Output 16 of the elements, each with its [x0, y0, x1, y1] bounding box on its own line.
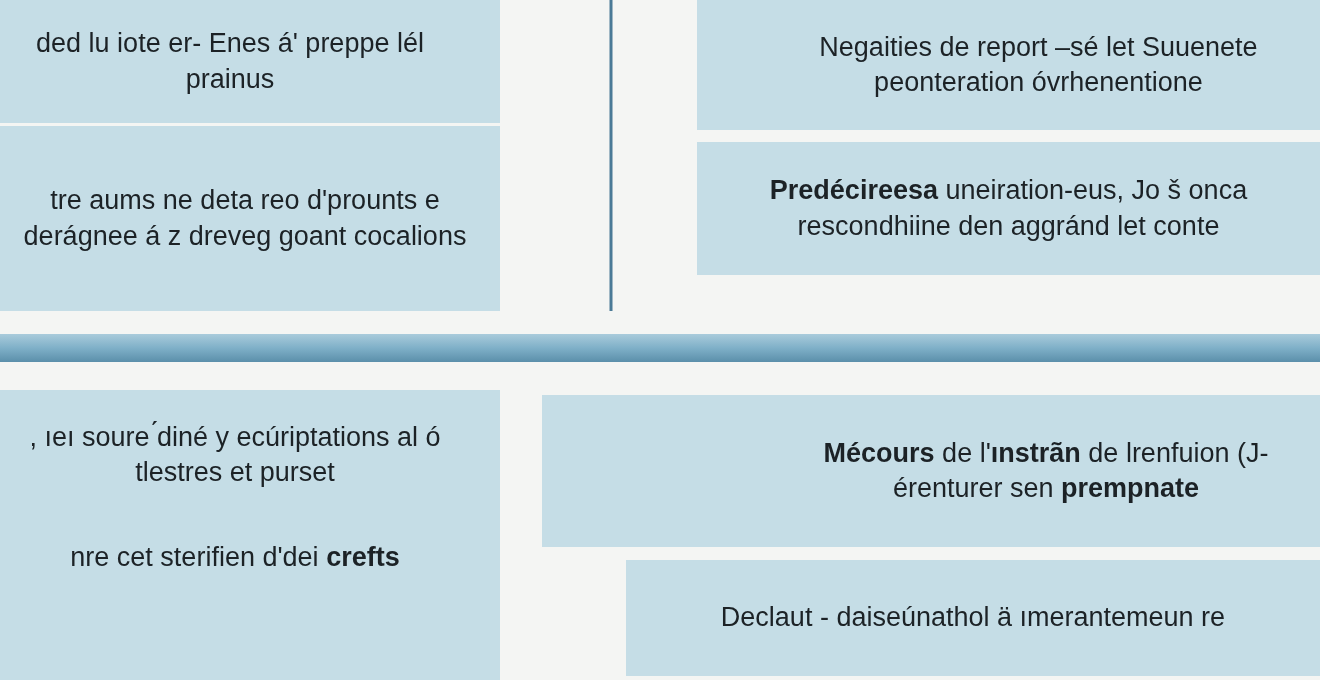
box-text: , ıeı soure ́diné y ecúriptations al ó tlestres et purset — [28, 420, 442, 490]
box-text: Negaities de report –sé let Suuenete peonteration óvrhenentione — [818, 30, 1259, 99]
box-text: Declaut - daiseúnathol ä ımerantemeun re — [719, 601, 1227, 635]
divider-bar — [0, 334, 1320, 362]
text-box — [542, 395, 1320, 547]
box-text: Mécours de l'ınstrãn de lrenfuion (J-érenturer sen prempnate — [822, 436, 1270, 505]
box-text: tre aums ne deta reo d'prounts e derágnee á z dreveg goant cocalions — [22, 184, 468, 253]
box-text: ded lu iote er- Enes á' preppe lél prainus — [35, 27, 425, 96]
text-box — [697, 0, 1320, 130]
text-box — [0, 126, 500, 311]
text-box — [0, 390, 500, 680]
text-box — [626, 560, 1320, 676]
text-box — [697, 142, 1320, 275]
text-box — [0, 0, 500, 123]
box-text: nre cet sterifien d'dei crefts — [69, 541, 401, 575]
box-text: Predécireesa uneiration-eus, Jo š onca rescondhiine den aggránd let conte — [768, 174, 1249, 243]
